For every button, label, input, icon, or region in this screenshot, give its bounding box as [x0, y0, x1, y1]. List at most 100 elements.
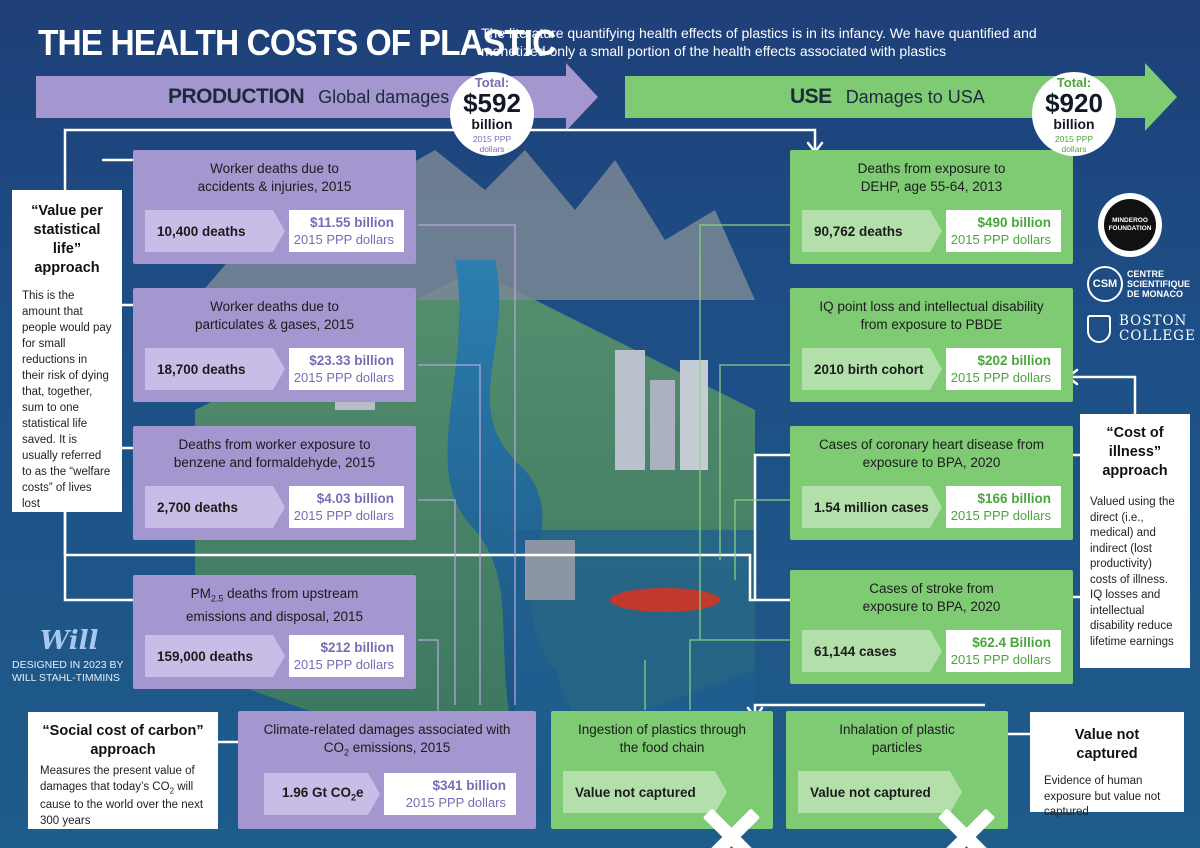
- card-title: Cases of stroke from exposure to BPA, 20…: [862, 581, 1001, 614]
- production-card-particulates: Worker deaths due to particulates & gase…: [133, 288, 416, 402]
- card-value-unit: 2015 PPP dollars: [293, 232, 394, 247]
- production-sublabel: Global damages: [318, 86, 450, 107]
- csm-logo-text: CENTRE SCIENTIFIQUE DE MONACO: [1127, 269, 1191, 299]
- card-title: Ingestion of plastics through the food c…: [577, 722, 747, 755]
- card-title-post: emissions, 2015: [348, 740, 451, 755]
- x-mark-icon: [701, 807, 761, 848]
- card-value: $23.33 billion 2015 PPP dollars: [289, 348, 404, 390]
- card-count-post: e: [356, 785, 364, 801]
- card-value-unit: 2015 PPP dollars: [405, 795, 506, 810]
- use-sublabel: Damages to USA: [845, 86, 985, 107]
- card-title: Deaths from worker exposure to benzene a…: [173, 437, 376, 470]
- card-count-text: 90,762 deaths: [814, 223, 903, 239]
- page-title: THE HEALTH COSTS OF PLASTIC: [38, 22, 556, 63]
- use-total-label: Total:: [1056, 74, 1092, 90]
- scc-body-sub: 2: [169, 785, 175, 795]
- card-value: $202 billion 2015 PPP dollars: [946, 348, 1061, 390]
- production-total-unit: billion: [471, 115, 513, 132]
- use-card-inhalation: Inhalation of plastic particles Value no…: [786, 711, 1008, 829]
- card-title: IQ point loss and intellectual disabilit…: [819, 299, 1044, 332]
- scc-approach-box: “Social cost of carbon” approach Measure…: [28, 712, 218, 829]
- scc-heading: “Social cost of carbon” approach: [42, 723, 204, 758]
- card-title-pre: PM: [190, 586, 211, 601]
- card-title: Deaths from exposure to DEHP, age 55-64,…: [857, 161, 1006, 194]
- card-value-amount: $11.55 billion: [309, 215, 394, 230]
- card-count: 90,762 deaths: [802, 210, 942, 252]
- scc-body: Measures the present value of damages th…: [40, 764, 206, 829]
- credit-line-1: DESIGNED IN 2023 BY: [12, 659, 124, 671]
- card-value-unit: 2015 PPP dollars: [293, 508, 394, 523]
- scc-body-pre: Measures the present value of damages th…: [40, 765, 195, 793]
- card-count: Value not captured: [798, 771, 962, 813]
- card-count-text: Value not captured: [810, 784, 931, 800]
- card-value-amount: $202 billion: [977, 353, 1051, 368]
- card-value-amount: $166 billion: [977, 491, 1051, 506]
- use-card-ingestion: Ingestion of plastics through the food c…: [551, 711, 773, 829]
- use-card-dehp: Deaths from exposure to DEHP, age 55-64,…: [790, 150, 1073, 264]
- card-count: 1.96 Gt CO2e: [264, 773, 380, 815]
- coi-approach-box: “Cost of illness” approach Valued using …: [1080, 414, 1190, 668]
- production-card-climate: Climate-related damages associated with …: [238, 711, 536, 829]
- use-card-stroke: Cases of stroke from exposure to BPA, 20…: [790, 570, 1073, 684]
- vnc-box: Value not captured Evidence of human exp…: [1030, 712, 1184, 818]
- designer-logo: Will: [40, 626, 99, 656]
- designer-credit: DESIGNED IN 2023 BY WILL STAHL-TIMMINS: [12, 659, 123, 685]
- card-count: 1.54 million cases: [802, 486, 942, 528]
- production-total-note: 2015 PPP dollars: [472, 133, 512, 154]
- card-count-text: 2010 birth cohort: [814, 361, 924, 377]
- card-value-unit: 2015 PPP dollars: [293, 657, 394, 672]
- card-value-amount: $4.03 billion: [316, 491, 394, 506]
- vsl-heading: “Value per statistical life” approach: [31, 203, 103, 276]
- card-count-text: 1.54 million cases: [814, 499, 929, 515]
- card-title-sub: 2.5: [210, 593, 224, 604]
- production-total-badge: Total: $592 billion 2015 PPP dollars: [450, 72, 534, 156]
- boston-college-text: BOSTON COLLEGE: [1119, 314, 1196, 344]
- coi-heading: “Cost of illness” approach: [1102, 425, 1168, 479]
- card-count: 2,700 deaths: [145, 486, 285, 528]
- card-value-unit: 2015 PPP dollars: [950, 370, 1051, 385]
- card-count: 18,700 deaths: [145, 348, 285, 390]
- card-count-pre: 1.96 Gt CO: [282, 785, 352, 801]
- vsl-approach-box: “Value per statistical life” approach Th…: [12, 190, 122, 512]
- card-value-amount: $62.4 Billion: [972, 635, 1051, 650]
- credit-line-2: WILL STAHL-TIMMINS: [12, 672, 120, 684]
- card-title: PM2.5 deaths from upstream emissions and…: [133, 575, 416, 626]
- card-value-amount: $23.33 billion: [309, 353, 394, 368]
- production-card-pm25: PM2.5 deaths from upstream emissions and…: [133, 575, 416, 689]
- card-value: $490 billion 2015 PPP dollars: [946, 210, 1061, 252]
- use-total-note: 2015 PPP dollars: [1054, 133, 1094, 154]
- minderoo-logo: MINDEROO FOUNDATION: [1098, 193, 1162, 257]
- card-count: 10,400 deaths: [145, 210, 285, 252]
- production-label: PRODUCTION: [168, 85, 305, 108]
- card-count-text: 61,144 cases: [814, 643, 897, 659]
- card-title: Climate-related damages associated with …: [238, 711, 536, 762]
- card-title: Worker deaths due to accidents & injurie…: [197, 161, 352, 194]
- vsl-body: This is the amount that people would pay…: [22, 290, 112, 510]
- card-title: Inhalation of plastic particles: [839, 722, 955, 755]
- card-title: Worker deaths due to particulates & gase…: [194, 299, 355, 332]
- card-title-sub: 2: [343, 747, 349, 758]
- use-total-badge: Total: $920 billion 2015 PPP dollars: [1032, 72, 1116, 156]
- scc-body-post: will cause to the world over the next 30…: [40, 780, 204, 827]
- arrow-right-icon: [566, 63, 598, 131]
- card-count-sub: 2: [351, 792, 357, 803]
- production-total-amount: $592: [463, 87, 521, 118]
- card-value-unit: 2015 PPP dollars: [950, 232, 1051, 247]
- card-value: $341 billion 2015 PPP dollars: [384, 773, 516, 815]
- vnc-body: Evidence of human exposure but value not…: [1044, 775, 1161, 818]
- production-total-label: Total:: [474, 74, 510, 90]
- card-count-text: 10,400 deaths: [157, 223, 246, 239]
- production-card-accidents: Worker deaths due to accidents & injurie…: [133, 150, 416, 264]
- card-count-text: 18,700 deaths: [157, 361, 246, 377]
- use-card-pbde: IQ point loss and intellectual disabilit…: [790, 288, 1073, 402]
- card-count-text: 2,700 deaths: [157, 499, 239, 515]
- card-value: $166 billion 2015 PPP dollars: [946, 486, 1061, 528]
- use-total-unit: billion: [1053, 115, 1095, 132]
- vnc-heading: Value not captured: [1074, 727, 1140, 762]
- use-card-coronary: Cases of coronary heart disease from exp…: [790, 426, 1073, 540]
- minderoo-logo-text: MINDEROO FOUNDATION: [1104, 199, 1156, 251]
- card-value-amount: $490 billion: [977, 215, 1051, 230]
- card-count-text: 159,000 deaths: [157, 648, 254, 664]
- use-total-amount: $920: [1045, 87, 1103, 118]
- boston-college-logo: BOSTON COLLEGE: [1087, 314, 1196, 344]
